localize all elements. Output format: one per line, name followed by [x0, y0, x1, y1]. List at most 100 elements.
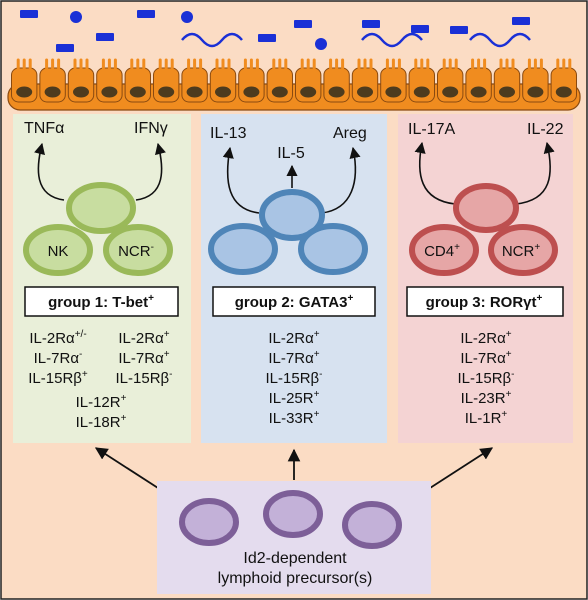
epithelial-cell: [266, 58, 294, 103]
molecule-wave: [469, 32, 531, 48]
nucleus: [328, 86, 345, 98]
arrow-to-group3: [429, 447, 494, 489]
epithelial-cell: [550, 58, 577, 103]
group1-receptor: IL-15Rβ+: [28, 369, 88, 387]
epithelial-cell: [124, 58, 151, 103]
epithelial-cell: [295, 58, 322, 103]
group1-cell-nk-label: NK: [48, 243, 69, 260]
group3-cell-ncr-label: NCR+: [502, 242, 541, 260]
nucleus: [555, 86, 572, 98]
molecule-rect: [294, 20, 312, 28]
group3-receptor: IL-7Rα+: [460, 349, 511, 367]
group1-cell-ncr: [103, 224, 173, 276]
molecule-rect: [20, 10, 38, 18]
epithelial-cell: [493, 58, 521, 103]
group1-receptor: IL-18R+: [76, 413, 127, 431]
group3-cell-cd4: [409, 224, 479, 276]
group1-receptor: IL-2Rα+/-: [29, 329, 86, 347]
group2-title: group 2: GATA3+: [235, 293, 354, 311]
molecule-rect: [362, 20, 380, 28]
molecule-rect: [96, 33, 114, 41]
epithelial-cell: [437, 58, 464, 103]
group2-arrow-left: [222, 146, 260, 214]
molecule-rect: [137, 10, 155, 18]
nucleus: [413, 86, 430, 98]
epithelial-cell: [380, 58, 407, 103]
group3-cell-top: [453, 183, 519, 233]
nucleus: [16, 86, 33, 98]
group1-cell-ncr-label: NCR-: [118, 242, 154, 260]
group1-receptor: IL-7Rα+: [118, 349, 169, 367]
group2-receptor: IL-7Rα+: [268, 349, 319, 367]
epithelial-cell: [408, 58, 436, 103]
group3-cytokine-il22: IL-22: [527, 121, 564, 138]
group2-cytokine-il13: IL-13: [210, 125, 247, 142]
epithelial-cell: [181, 58, 208, 103]
nucleus: [470, 86, 487, 98]
group1-receptors: IL-2Rα+/- IL-7Rα- IL-15Rβ+ IL-2Rα+ IL-7Rα+ IL…: [28, 329, 172, 431]
group1-arrow-right: [135, 142, 166, 201]
nucleus: [442, 86, 459, 98]
nucleus: [357, 86, 373, 98]
group2-cell-top: [259, 189, 325, 241]
epithelial-cell: [323, 58, 350, 103]
molecule-rect: [258, 34, 276, 42]
epithelial-layer: [7, 58, 581, 111]
group3-receptor: IL-2Rα+: [460, 329, 511, 347]
group1-receptor: IL-2Rα+: [118, 329, 169, 347]
group2-cell-right: [298, 223, 368, 275]
nucleus: [499, 86, 515, 98]
nucleus: [527, 86, 544, 98]
group3-title-box: [406, 286, 564, 317]
arrow-to-group1: [94, 447, 159, 489]
nucleus: [44, 86, 61, 98]
group1-cytokine-tnfa: TNFα: [24, 120, 64, 137]
group2-cytokine-areg: Areg: [333, 125, 367, 142]
nucleus: [101, 86, 118, 98]
nucleus: [158, 86, 175, 98]
epithelial-cell: [39, 58, 66, 103]
group1-receptor: IL-12R+: [76, 393, 127, 411]
group1-cell-nk: [23, 224, 93, 276]
nucleus: [300, 86, 317, 98]
epithelial-cell: [96, 58, 123, 103]
group1-cell-top: [66, 182, 136, 234]
group1-receptor: IL-7Rα-: [34, 349, 83, 367]
group3-title: group 3: RORγt+: [426, 293, 543, 311]
epithelial-cell: [351, 58, 379, 103]
nucleus: [271, 86, 288, 98]
nucleus: [186, 86, 203, 98]
group3-panel: [398, 114, 573, 443]
group2-receptors: IL-2Rα+IL-7Rα+IL-15Rβ-IL-25R+IL-33R+: [266, 329, 323, 427]
precursor-cell-left: [179, 498, 239, 546]
molecule-rect: [512, 17, 530, 25]
lumen-molecules: [20, 10, 531, 52]
group1-arrow-left: [34, 142, 65, 201]
epithelial-cell: [238, 58, 265, 103]
group3-receptor: IL-23R+: [461, 389, 512, 407]
group1-cytokine-ifng: IFNγ: [134, 120, 168, 137]
group2-receptor: IL-33R+: [269, 409, 320, 427]
nucleus: [385, 86, 402, 98]
group1-receptor: IL-15Rβ-: [116, 369, 173, 387]
group2-cytokine-il5: IL-5: [277, 145, 305, 162]
molecule-dot: [70, 11, 82, 23]
group1-title: group 1: T-bet+: [48, 293, 154, 311]
group3-cell-cd4-label: CD4+: [424, 242, 460, 260]
molecule-rect: [56, 44, 74, 52]
molecule-rect: [450, 26, 468, 34]
group3-arrow-right: [515, 141, 555, 205]
molecule-dot: [181, 11, 193, 23]
group1-title-box: [24, 286, 179, 317]
epithelial-cell: [11, 58, 38, 103]
nucleus: [73, 86, 89, 98]
epithelial-cell: [209, 58, 237, 103]
group3-receptors: IL-2Rα+IL-7Rα+IL-15Rβ-IL-23R+IL-1R+: [458, 329, 515, 427]
precursor-label-line1: Id2-dependent: [243, 550, 347, 567]
group2-cell-left: [208, 223, 278, 275]
molecule-wave: [181, 32, 243, 48]
epithelial-cell: [522, 58, 549, 103]
precursor-cell-middle: [263, 490, 323, 538]
